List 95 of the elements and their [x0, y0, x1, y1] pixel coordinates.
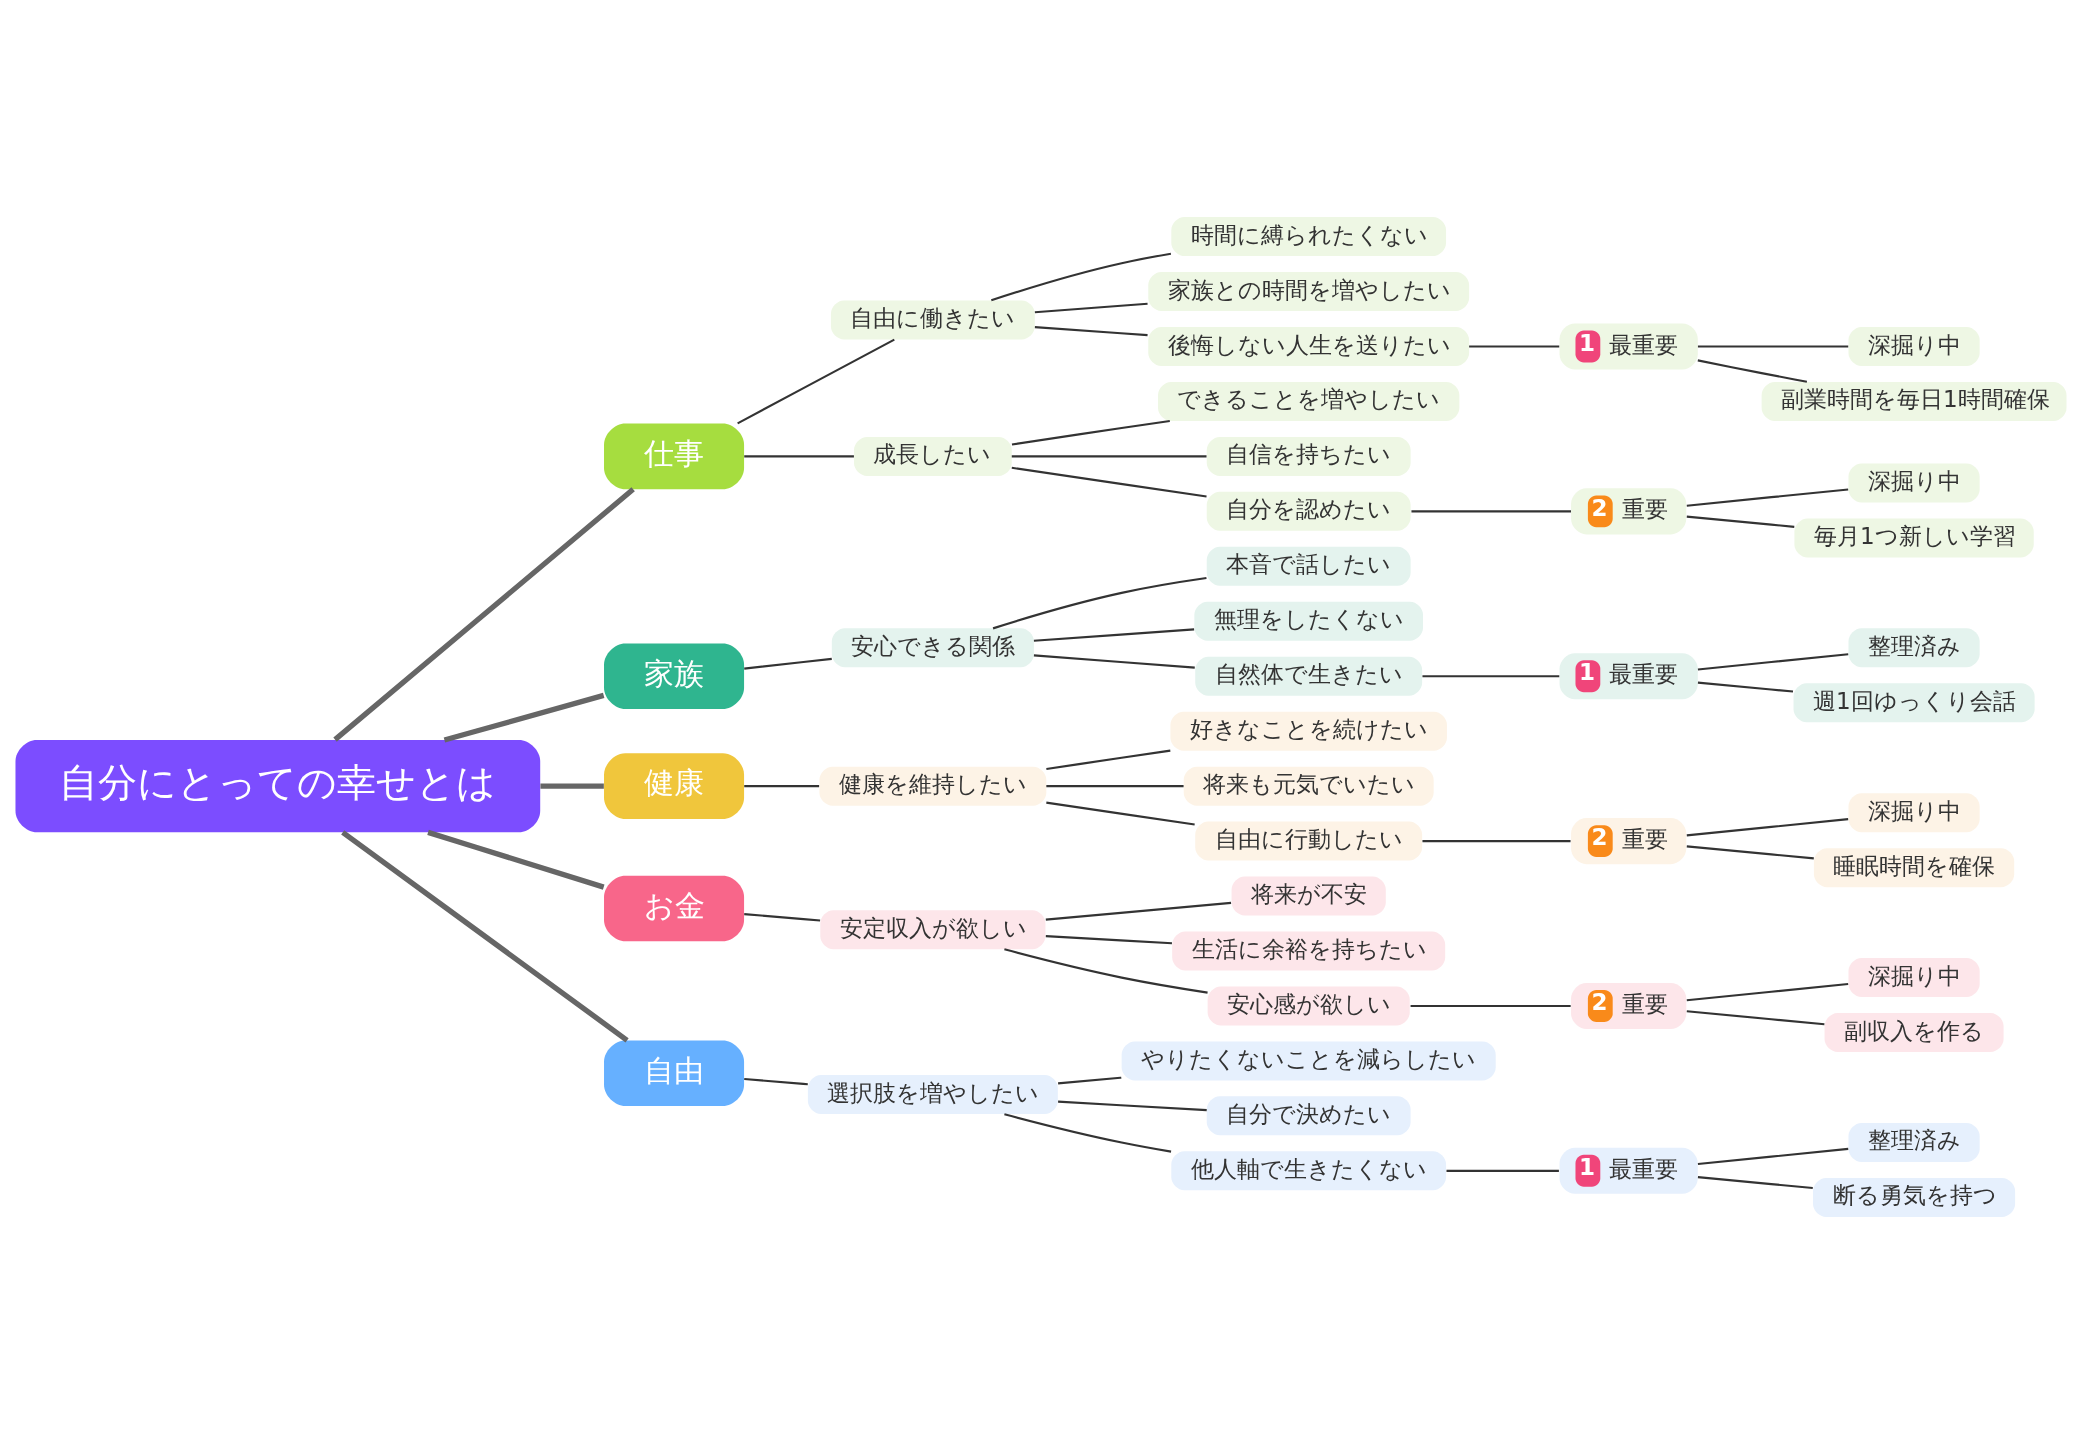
connector: [1697, 652, 1849, 670]
connector: [1410, 1004, 1571, 1007]
connector: [1411, 509, 1571, 512]
node-box: 睡眠時間を確保: [1813, 847, 2015, 887]
node-box: できることを増やしたい: [1158, 381, 1460, 421]
connector: [1446, 1169, 1559, 1172]
node-box: 仕事: [604, 423, 745, 489]
connector: [1422, 839, 1571, 842]
node-box: 安心できる関係: [831, 627, 1034, 667]
connector: [744, 784, 820, 787]
node-box: 健康を維持したい: [819, 766, 1047, 806]
connector: [1034, 302, 1148, 313]
node-box: 自分にとっての幸せとは: [15, 739, 541, 832]
connector: [992, 576, 1207, 629]
node-box: 本音で話したい: [1206, 546, 1411, 586]
connector: [1697, 358, 1808, 383]
connector: [1058, 1100, 1207, 1111]
connector: [1058, 1076, 1122, 1084]
connector: [1045, 901, 1232, 921]
connector: [1686, 515, 1795, 528]
connector: [1011, 454, 1207, 457]
node-box: 自分を認めたい: [1206, 491, 1411, 531]
node-box: 2 重要: [1571, 982, 1687, 1029]
node-box: 自然体で生きたい: [1195, 656, 1423, 696]
connector: [744, 912, 821, 922]
node-box: 家族: [604, 642, 745, 709]
connector: [1046, 749, 1171, 770]
node-box: 深掘り中: [1848, 463, 1980, 502]
node-box: 自分で決めたい: [1206, 1095, 1411, 1135]
node-box: 自由: [604, 1040, 745, 1106]
connector: [443, 692, 605, 743]
connector: [341, 829, 629, 1042]
node-box: 時間に縛られたくない: [1171, 216, 1447, 256]
connector: [1697, 1147, 1849, 1165]
node-box: 深掘り中: [1848, 792, 1980, 832]
connector: [1011, 419, 1170, 446]
node-box: 自信を持ちたい: [1206, 436, 1411, 476]
node-box: 2 重要: [1571, 817, 1687, 864]
node-box: 副業時間を毎日1時間確保: [1761, 381, 2067, 421]
connector: [1697, 1175, 1813, 1189]
connector: [1033, 627, 1195, 642]
node-box: やりたくないことを減らしたい: [1121, 1040, 1496, 1080]
connector: [744, 1077, 808, 1085]
connector: [991, 252, 1172, 301]
connector: [1046, 801, 1195, 826]
node-box: 1 最重要: [1559, 652, 1698, 699]
connector: [1034, 325, 1148, 336]
node-box: 整理済み: [1848, 627, 1980, 667]
node-box: 安定収入が欲しい: [820, 909, 1046, 949]
connector: [1004, 1112, 1172, 1153]
node-box: 後悔しない人生を送りたい: [1148, 326, 1470, 366]
node-box: 副収入を作る: [1824, 1012, 2004, 1052]
connector: [427, 829, 605, 890]
node-box: 週1回ゆっくり会話: [1793, 682, 2035, 722]
connector: [1033, 653, 1195, 669]
node-box: 1 最重要: [1559, 322, 1698, 370]
connector: [1046, 784, 1184, 787]
node-box: 家族との時間を増やしたい: [1148, 271, 1470, 311]
connector: [1697, 681, 1794, 693]
node-box: 毎月1つ新しい学習: [1794, 517, 2034, 557]
connector: [333, 486, 635, 742]
node-box: 好きなことを続けたい: [1170, 711, 1447, 751]
connector: [1697, 344, 1849, 348]
node-box: 安心感が欲しい: [1207, 985, 1410, 1025]
node-box: 生活に余裕を持ちたい: [1172, 931, 1446, 970]
node-box: 断る勇気を持つ: [1813, 1177, 2016, 1217]
node-box: 選択肢を増やしたい: [807, 1074, 1058, 1114]
connector: [1011, 466, 1207, 498]
connector: [1686, 844, 1814, 859]
connector: [1469, 344, 1560, 348]
connector: [1045, 934, 1172, 944]
connector: [1686, 982, 1849, 1001]
connector: [1686, 487, 1849, 507]
connector: [744, 657, 832, 670]
connector: [540, 783, 604, 789]
connector: [1004, 947, 1208, 994]
node-box: 無理をしたくない: [1194, 601, 1423, 641]
node-box: 健康: [604, 752, 745, 819]
node-box: 将来も元気でいたい: [1183, 766, 1434, 806]
node-box: 整理済み: [1848, 1122, 1980, 1162]
connector: [737, 338, 895, 424]
node-box: 成長したい: [854, 436, 1012, 476]
connector: [1686, 1009, 1825, 1025]
connector: [1422, 674, 1560, 677]
node-box: 深掘り中: [1848, 326, 1980, 366]
node-box: 将来が不安: [1231, 876, 1386, 916]
node-box: 自由に働きたい: [830, 299, 1035, 339]
connector: [1686, 817, 1849, 836]
connector: [744, 454, 854, 457]
node-box: 1 最重要: [1559, 1147, 1698, 1194]
node-box: 深掘り中: [1848, 957, 1980, 997]
node-box: お金: [604, 875, 745, 941]
node-box: 他人軸で生きたくない: [1171, 1150, 1447, 1190]
node-box: 2 重要: [1571, 487, 1687, 534]
node-box: 自由に行動したい: [1195, 821, 1423, 861]
